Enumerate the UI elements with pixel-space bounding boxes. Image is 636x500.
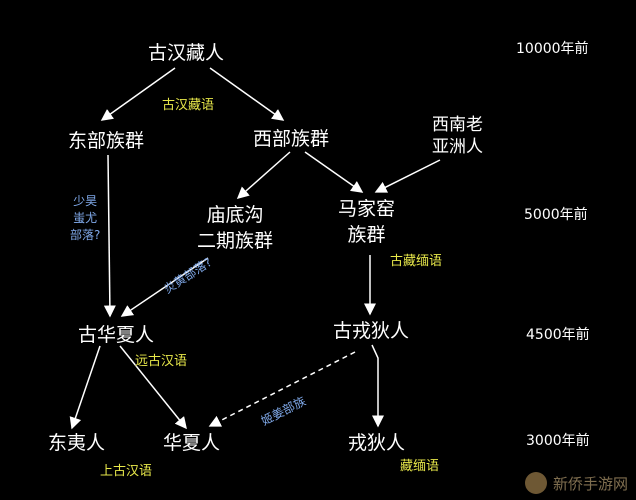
uncertain-shaohao: 少昊 蚩尤 部落? bbox=[70, 193, 100, 244]
era-4500: 4500年前 bbox=[526, 327, 590, 343]
node-label: 东夷人 bbox=[48, 432, 106, 454]
node-ancient-huaxia: 古华夏人 bbox=[78, 322, 154, 348]
edge-huaxia-ancient-to-huaxia bbox=[119, 345, 187, 430]
edge-rongdi-to-huaxia-dashed bbox=[208, 351, 356, 427]
watermark: 新侨手游网 bbox=[524, 472, 628, 494]
node-ancient-rongdi: 古戎狄人 bbox=[333, 318, 409, 344]
era-10000: 10000年前 bbox=[516, 41, 589, 57]
node-label: 族群 bbox=[347, 224, 386, 246]
edge-root-to-west bbox=[209, 67, 285, 121]
node-miaodigou: 庙底沟 二期族群 bbox=[197, 202, 273, 254]
node-rongdi: 戎狄人 bbox=[348, 430, 405, 456]
lang-tibeto-burman: 古藏缅语 bbox=[390, 254, 443, 269]
edge-rongdi-ancient-to-rongdi bbox=[371, 344, 384, 428]
era-3000: 3000年前 bbox=[526, 433, 590, 449]
node-dongyi: 东夷人 bbox=[48, 430, 105, 456]
node-western-group: 西部族群 bbox=[253, 126, 329, 152]
node-label: 庙底沟 bbox=[206, 204, 264, 226]
edge-huaxia-ancient-to-dongyi bbox=[69, 345, 101, 430]
node-label: 华夏人 bbox=[163, 432, 221, 454]
era-5000: 5000年前 bbox=[524, 207, 588, 223]
node-huaxia: 华夏人 bbox=[163, 430, 220, 456]
edge-west-to-miaodigou bbox=[236, 151, 291, 199]
uncertain-label: 少昊 bbox=[73, 194, 98, 208]
lang-sino-tibetan: 古汉藏语 bbox=[162, 98, 215, 113]
node-label: 古戎狄人 bbox=[333, 320, 410, 342]
node-ancient-sino-tibetan: 古汉藏人 bbox=[148, 40, 224, 66]
node-label: 古汉藏人 bbox=[148, 42, 225, 64]
uncertain-label: 蚩尤 bbox=[73, 211, 98, 225]
node-eastern-group: 东部族群 bbox=[68, 128, 144, 154]
watermark-logo-icon bbox=[524, 472, 547, 494]
edge-east-to-huaxia bbox=[103, 154, 116, 318]
node-sw-asia: 西南老 亚洲人 bbox=[432, 114, 483, 158]
node-label: 西部族群 bbox=[253, 128, 330, 150]
lang-burmese-tibetan: 藏缅语 bbox=[400, 459, 440, 474]
node-label: 亚洲人 bbox=[432, 137, 483, 157]
edge-sw-to-majiayao bbox=[374, 159, 441, 193]
node-label: 戎狄人 bbox=[348, 432, 406, 454]
edge-root-to-east bbox=[100, 67, 176, 121]
node-label: 东部族群 bbox=[68, 130, 145, 152]
node-label: 西南老 bbox=[432, 115, 483, 135]
node-label: 二期族群 bbox=[197, 230, 274, 252]
watermark-text: 新侨手游网 bbox=[552, 474, 628, 493]
node-label: 古华夏人 bbox=[78, 324, 155, 346]
lang-upper-chinese: 上古汉语 bbox=[100, 464, 153, 479]
edge-west-to-majiayao bbox=[304, 151, 364, 193]
lang-remote-chinese: 远古汉语 bbox=[135, 354, 188, 369]
node-label: 马家窑 bbox=[338, 198, 396, 220]
uncertain-label: 部落? bbox=[70, 228, 101, 242]
node-majiayao: 马家窑 族群 bbox=[338, 196, 395, 248]
edge-miaodigou-to-huaxia bbox=[120, 257, 209, 317]
